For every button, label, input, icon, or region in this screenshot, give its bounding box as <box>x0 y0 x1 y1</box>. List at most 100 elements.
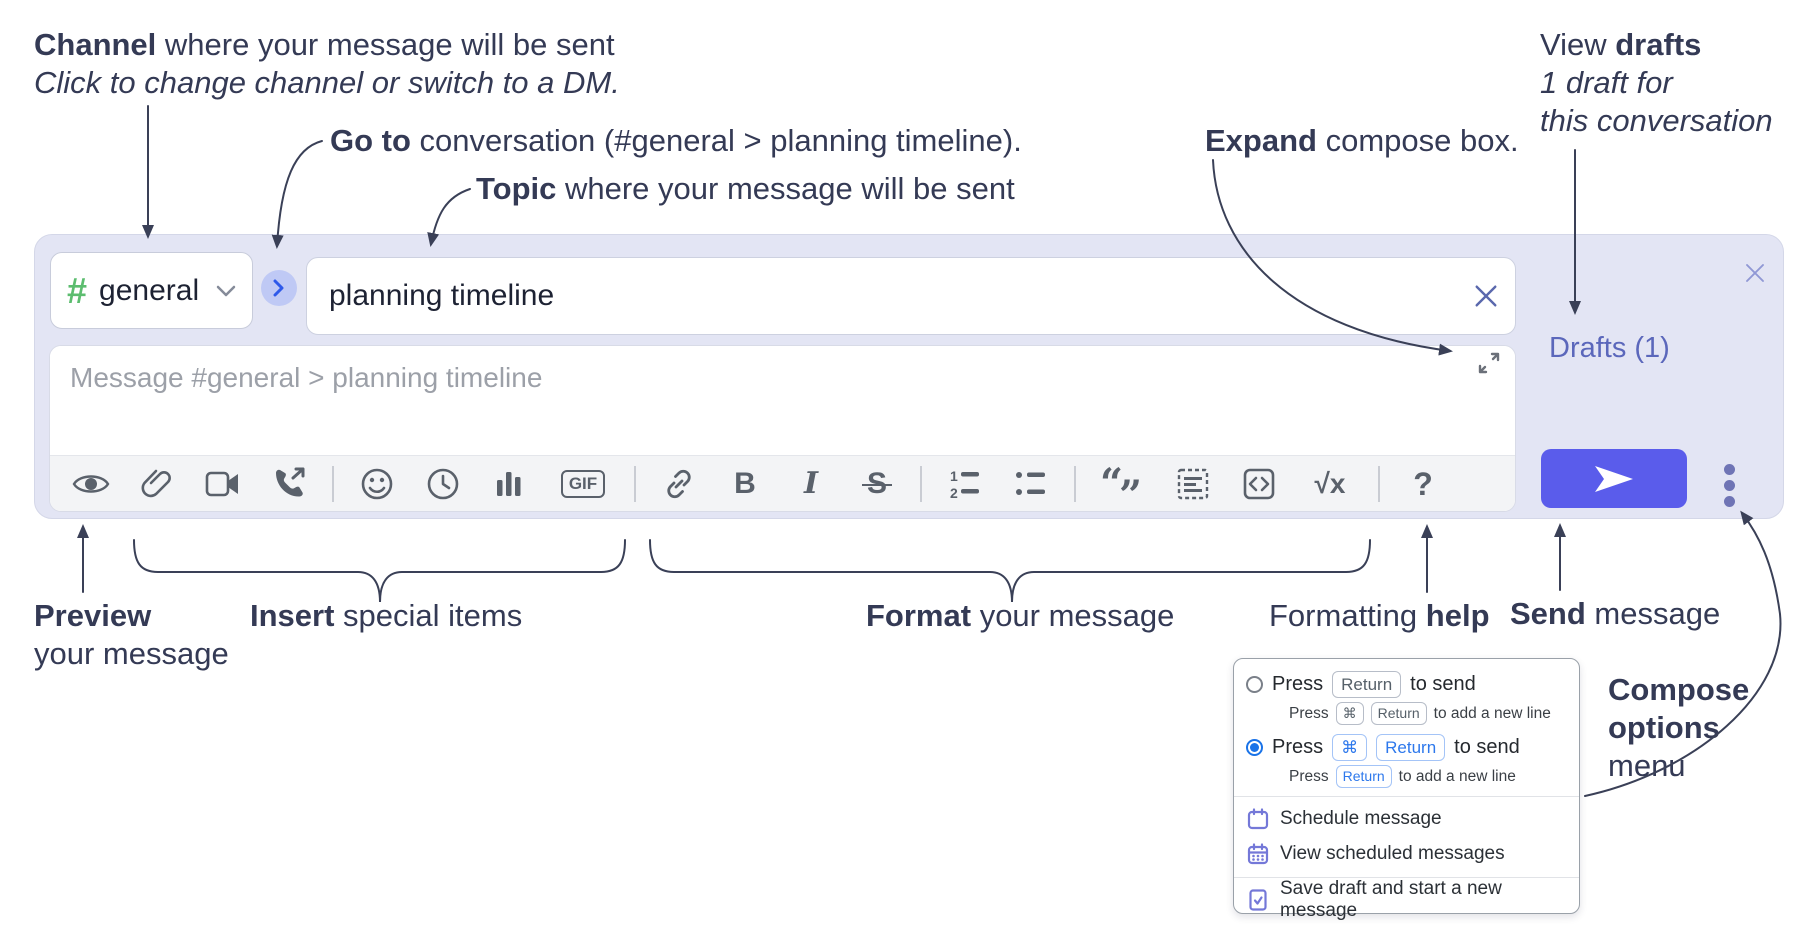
drafts-link[interactable]: Drafts (1) <box>1543 331 1676 366</box>
italic-button[interactable]: I <box>787 461 835 507</box>
svg-text:2: 2 <box>950 485 958 500</box>
expand-compose-button[interactable] <box>1475 350 1503 378</box>
compose-options-popup: Press Return to send Press ⌘ Return to a… <box>1233 658 1580 921</box>
quote-button[interactable]: “” <box>1095 461 1151 511</box>
compose-box: # general <box>34 234 1784 519</box>
chevron-down-icon <box>216 285 236 296</box>
compose-close-button[interactable] <box>1737 255 1773 291</box>
paperclip-icon <box>141 469 171 497</box>
bold-icon: B <box>734 466 756 500</box>
topic-annotation: Topic where your message will be sent <box>476 171 1015 206</box>
channel-selector[interactable]: # general <box>50 252 253 329</box>
link-button[interactable] <box>655 461 703 507</box>
numbered-list-icon: 12 <box>950 468 979 500</box>
channel-annotation: Channel where your message will be sent … <box>34 26 620 102</box>
bar-chart-icon <box>497 471 521 496</box>
compose-options-annotation: Compose options menu <box>1608 672 1750 783</box>
bulleted-list-icon <box>1016 471 1045 495</box>
draft-check-icon <box>1249 888 1267 911</box>
video-call-button[interactable] <box>199 461 247 507</box>
format-brace <box>649 539 1371 603</box>
kbd-return: Return <box>1376 734 1446 761</box>
clock-icon <box>427 468 459 499</box>
dots-vertical-icon <box>1723 463 1735 475</box>
channel-annotation-line1: Channel where your message will be sent <box>34 27 615 62</box>
radio-selected-icon[interactable] <box>1246 739 1263 756</box>
gif-button[interactable]: GIF <box>551 461 615 507</box>
kbd-return: Return <box>1370 702 1427 725</box>
code-button[interactable] <box>1235 461 1283 507</box>
goto-arrow <box>271 140 323 249</box>
calendar-icon <box>1247 807 1269 829</box>
calendar-days-icon <box>1247 842 1269 864</box>
message-box: GIF B I S 12 “” <box>49 345 1516 512</box>
save-draft-new-message-item[interactable]: Save draft and start a new message <box>1246 878 1565 921</box>
goto-conversation-button[interactable] <box>261 270 297 306</box>
dots-vertical-icon <box>1723 495 1735 507</box>
gif-icon: GIF <box>560 469 606 498</box>
preview-annotation: Preview your message <box>34 598 229 671</box>
video-camera-icon <box>205 471 238 496</box>
message-formatting-help-button[interactable]: ? <box>1399 461 1447 507</box>
goto-annotation: Go to conversation (#general > planning … <box>330 123 1022 158</box>
expand-annotation: Expand compose box. <box>1205 123 1519 158</box>
phone-outgoing-icon <box>276 467 305 497</box>
option-return-to-send[interactable]: Press Return to send <box>1246 669 1565 700</box>
toolbar-divider <box>920 465 922 502</box>
close-icon <box>1475 285 1497 307</box>
option-cmd-return-to-send[interactable]: Press ⌘ Return to send <box>1246 732 1565 763</box>
channel-hash-icon: # <box>67 269 88 311</box>
strikethrough-button[interactable]: S <box>853 461 901 507</box>
spoiler-button[interactable] <box>1169 461 1217 507</box>
dots-vertical-icon <box>1723 479 1735 491</box>
insert-annotation: Insert special items <box>250 598 523 633</box>
chevron-right-icon <box>273 279 284 297</box>
svg-text:1: 1 <box>950 468 958 484</box>
bold-button[interactable]: B <box>721 461 769 507</box>
link-icon <box>667 469 691 498</box>
preview-button[interactable] <box>67 461 115 507</box>
kbd-return: Return <box>1332 671 1402 698</box>
topic-input[interactable] <box>306 257 1516 335</box>
question-mark-icon: ? <box>1413 465 1433 502</box>
kbd-cmd: ⌘ <box>1332 734 1368 761</box>
attach-file-button[interactable] <box>133 461 181 507</box>
italic-icon: I <box>803 465 819 501</box>
kbd-cmd: ⌘ <box>1335 702 1364 725</box>
kbd-return: Return <box>1335 765 1392 788</box>
smiley-icon <box>361 468 393 499</box>
send-annotation: Send message <box>1510 596 1721 631</box>
code-icon <box>1243 468 1275 499</box>
global-time-button[interactable] <box>419 461 467 507</box>
expand-diagonal-icon <box>1478 352 1500 374</box>
compose-options-button[interactable] <box>1711 459 1747 511</box>
toolbar-divider <box>1074 465 1076 502</box>
send-button[interactable] <box>1541 449 1687 508</box>
message-input[interactable] <box>50 346 1515 452</box>
option-return-subtext: Press ⌘ Return to add a new line <box>1289 700 1565 727</box>
bulleted-list-button[interactable] <box>1007 461 1055 507</box>
view-drafts-line2: 1 draft for <box>1540 65 1673 100</box>
toolbar-divider <box>332 465 334 502</box>
toolbar-divider <box>1378 465 1380 502</box>
view-drafts-annotation: View drafts 1 draft for this conversatio… <box>1540 26 1773 140</box>
voice-call-button[interactable] <box>265 461 313 507</box>
math-icon: √x <box>1314 467 1346 499</box>
close-icon <box>1746 264 1764 282</box>
math-button[interactable]: √x <box>1301 461 1359 507</box>
emoji-button[interactable] <box>353 461 401 507</box>
view-scheduled-messages-item[interactable]: View scheduled messages <box>1246 836 1565 871</box>
schedule-message-item[interactable]: Schedule message <box>1246 801 1565 836</box>
insert-brace <box>133 539 626 603</box>
popup-divider <box>1234 877 1579 878</box>
radio-unselected-icon[interactable] <box>1246 676 1263 693</box>
topic-clear-button[interactable] <box>1467 277 1505 315</box>
toolbar-divider <box>634 465 636 502</box>
view-drafts-line3: this conversation <box>1540 103 1773 138</box>
formatting-help-annotation: Formatting help <box>1269 598 1490 633</box>
popup-divider <box>1234 796 1579 797</box>
poll-button[interactable] <box>485 461 533 507</box>
